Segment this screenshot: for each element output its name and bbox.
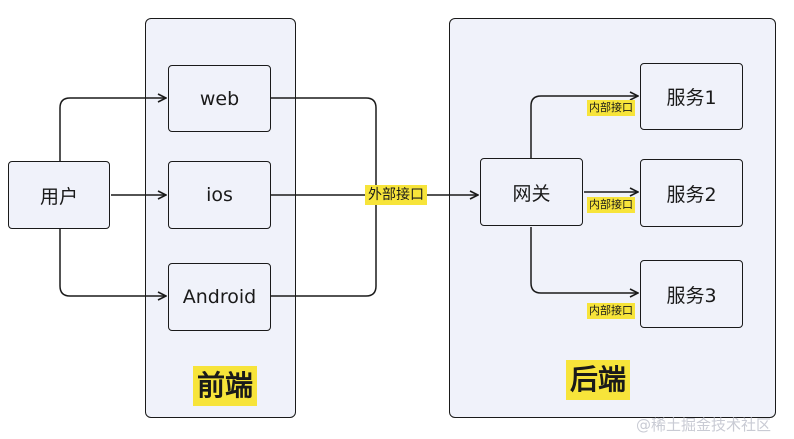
label-external-api: 外部接口	[365, 185, 427, 205]
label-internal-api-1: 内部接口	[587, 100, 635, 116]
node-service3: 服务3	[640, 260, 743, 328]
label-internal-api-2: 内部接口	[587, 197, 635, 213]
node-service1: 服务1	[640, 63, 743, 130]
node-android: Android	[168, 263, 271, 331]
node-gateway: 网关	[480, 158, 583, 226]
watermark: @稀土掘金技术社区	[636, 416, 772, 434]
label-internal-api-3: 内部接口	[587, 303, 635, 319]
edge-gateway-service1	[530, 96, 638, 160]
node-web: web	[168, 65, 271, 132]
node-user: 用户	[8, 161, 110, 229]
frontend-label: 前端	[193, 366, 258, 406]
edge-user-web	[59, 98, 166, 162]
node-service2: 服务2	[640, 159, 743, 227]
edge-user-android	[59, 229, 166, 296]
edge-gateway-service3	[530, 227, 638, 293]
backend-label: 后端	[566, 360, 631, 400]
edge-android-gateway	[271, 194, 387, 297]
node-ios: ios	[168, 161, 271, 229]
edge-web-gateway	[271, 97, 387, 196]
